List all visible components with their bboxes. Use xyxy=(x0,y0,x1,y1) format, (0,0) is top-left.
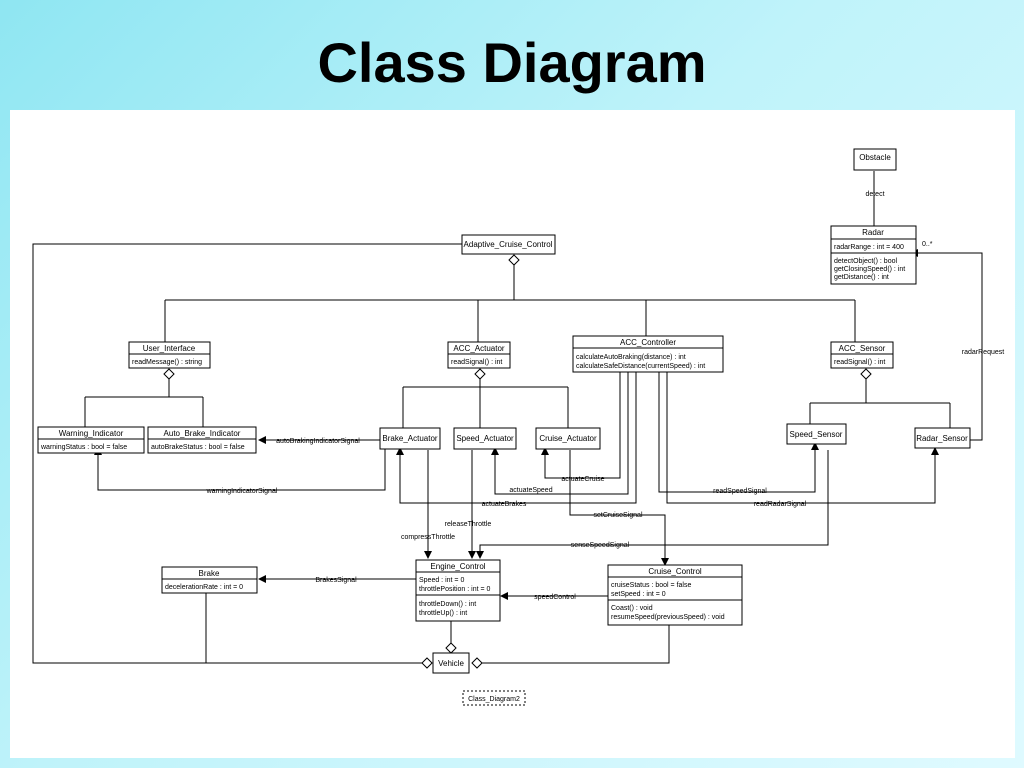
class-name: Cruise_Actuator xyxy=(539,434,597,443)
class-brake[interactable]: Brake decelerationRate : int = 0 xyxy=(161,566,258,594)
sense-speed-signal-link xyxy=(479,450,829,551)
read-radar-signal-link xyxy=(666,372,936,504)
read-speed-signal-link xyxy=(658,372,816,493)
label-release-throttle: releaseThrottle xyxy=(445,521,492,528)
label-read-radar-signal: readRadarSignal xyxy=(754,501,807,508)
class-diagram: Obstacle Radar radarRange : int = 400 de… xyxy=(32,148,1005,706)
class-name: Engine_Control xyxy=(430,562,485,571)
label-warning-indicator-signal: warningIndicatorSignal xyxy=(206,488,278,495)
operation: calculateAutoBraking(distance) : int xyxy=(576,354,686,361)
label-compress-throttle: compressThrottle xyxy=(401,534,455,541)
class-warning-indicator[interactable]: Warning_Indicator warningStatus : bool =… xyxy=(37,426,145,454)
class-auto-brake-indicator[interactable]: Auto_Brake_Indicator autoBrakeStatus : b… xyxy=(147,426,257,454)
operation: readSignal() : int xyxy=(834,359,885,366)
diagram-name-frame: Class_Diagram2 xyxy=(462,690,526,706)
class-name: ACC_Actuator xyxy=(453,344,504,353)
operation: readSignal() : int xyxy=(451,359,502,366)
class-vehicle[interactable]: Vehicle xyxy=(432,652,470,674)
class-acc-actuator[interactable]: ACC_Actuator readSignal() : int xyxy=(447,341,511,369)
actuate-brakes-link xyxy=(399,372,637,504)
operation: calculateSafeDistance(currentSpeed) : in… xyxy=(576,363,705,370)
label-speed-control: speedControl xyxy=(534,594,576,601)
set-cruise-signal-link xyxy=(569,450,666,558)
class-radar-sensor[interactable]: Radar_Sensor xyxy=(914,427,971,449)
class-name: Brake_Actuator xyxy=(382,434,437,443)
attribute: autoBrakeStatus : bool = false xyxy=(151,444,245,451)
label-multiplicity: 0..* xyxy=(922,241,933,248)
class-name: Cruise_Control xyxy=(648,567,702,576)
connectors xyxy=(32,171,983,664)
operation: getDistance() : int xyxy=(834,274,889,281)
operation: readMessage() : string xyxy=(132,359,202,366)
attribute: throttlePosition : int = 0 xyxy=(419,586,491,593)
attribute: cruiseStatus : bool = false xyxy=(611,582,691,589)
vehicle-acc-aggregation xyxy=(32,243,462,664)
label-radar-request: radarRequest xyxy=(962,349,1004,356)
operation: detectObject() : bool xyxy=(834,258,897,265)
class-name: Obstacle xyxy=(859,153,891,162)
slide-title: Class Diagram xyxy=(317,31,707,94)
class-name: Adaptive_Cruise_Control xyxy=(464,240,553,249)
attribute: warningStatus : bool = false xyxy=(40,444,127,451)
label-detect: detect xyxy=(865,191,884,198)
label-brakes-signal: BrakesSignal xyxy=(315,577,357,584)
attribute: radarRange : int = 400 xyxy=(834,244,904,251)
label-read-speed-signal: readSpeedSignal xyxy=(713,488,767,495)
actuate-cruise-link xyxy=(544,372,621,479)
class-name: Vehicle xyxy=(438,659,464,668)
label-actuate-speed: actuateSpeed xyxy=(509,487,552,494)
aggregation-diamonds xyxy=(163,254,872,669)
class-name: Speed_Actuator xyxy=(456,434,514,443)
class-name: Radar_Sensor xyxy=(916,434,968,443)
class-user-interface[interactable]: User_Interface readMessage() : string xyxy=(128,341,211,369)
attribute: setSpeed : int = 0 xyxy=(611,591,666,598)
class-brake-actuator[interactable]: Brake_Actuator xyxy=(379,427,441,450)
class-name: Auto_Brake_Indicator xyxy=(164,429,241,438)
label-auto-braking-indicator-signal: autoBrakingIndicatorSignal xyxy=(276,438,360,445)
warning-indicator-signal-link xyxy=(97,445,386,491)
operation: throttleDown() : int xyxy=(419,601,476,608)
class-acc-controller[interactable]: ACC_Controller calculateAutoBraking(dist… xyxy=(572,335,724,373)
class-name: User_Interface xyxy=(143,344,196,353)
attribute: Speed : int = 0 xyxy=(419,577,464,584)
class-engine-control[interactable]: Engine_Control Speed : int = 0 throttleP… xyxy=(415,559,501,622)
class-name: Warning_Indicator xyxy=(59,429,124,438)
class-cruise-control[interactable]: Cruise_Control cruiseStatus : bool = fal… xyxy=(607,564,743,626)
diagram-name: Class_Diagram2 xyxy=(468,696,520,703)
label-actuate-cruise: actuateCruise xyxy=(561,476,604,483)
class-acc-sensor[interactable]: ACC_Sensor readSignal() : int xyxy=(830,341,894,369)
class-name: ACC_Sensor xyxy=(839,344,886,353)
operation: throttleUp() : int xyxy=(419,610,467,617)
association-labels: detect 0..* radarRequest autoBrakingIndi… xyxy=(206,191,1005,601)
class-speed-sensor[interactable]: Speed_Sensor xyxy=(786,423,847,445)
class-radar[interactable]: Radar radarRange : int = 400 detectObjec… xyxy=(830,225,917,285)
class-name: Speed_Sensor xyxy=(790,430,843,439)
vehicle-cruise-aggregation xyxy=(477,625,670,664)
class-cruise-actuator[interactable]: Cruise_Actuator xyxy=(535,427,601,450)
class-name: Radar xyxy=(862,228,884,237)
class-name: Brake xyxy=(199,569,220,578)
actuate-speed-link xyxy=(494,372,629,495)
operation: getClosingSpeed() : int xyxy=(834,266,905,273)
class-adaptive-cruise-control[interactable]: Adaptive_Cruise_Control xyxy=(461,234,556,255)
diagram-canvas: Obstacle Radar radarRange : int = 400 de… xyxy=(10,110,1015,758)
operation: Coast() : void xyxy=(611,605,653,612)
radar-request-link xyxy=(918,252,983,441)
class-obstacle[interactable]: Obstacle xyxy=(853,148,897,171)
class-name: ACC_Controller xyxy=(620,338,676,347)
label-sense-speed-signal: senseSpeedSignal xyxy=(571,542,630,549)
label-set-cruise-signal: setCruiseSignal xyxy=(593,512,642,519)
label-actuate-brakes: actuateBrakes xyxy=(482,501,527,508)
class-speed-actuator[interactable]: Speed_Actuator xyxy=(453,427,517,450)
operation: resumeSpeed(previousSpeed) : void xyxy=(611,614,725,621)
attribute: decelerationRate : int = 0 xyxy=(165,584,243,591)
